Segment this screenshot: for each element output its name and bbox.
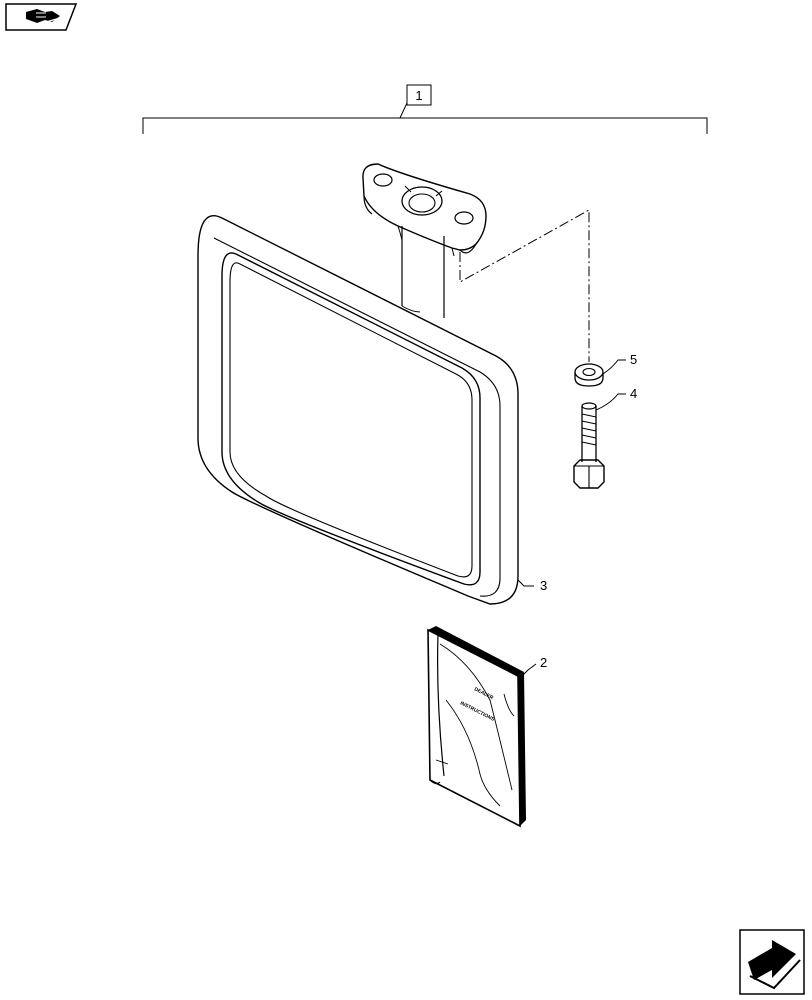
assembly-bracket: 1 [142,84,708,134]
next-page-arrow-icon[interactable] [739,929,805,995]
callout-2: 2 [540,655,547,670]
callout-4: 4 [630,386,637,401]
washer-part: 5 [574,352,637,387]
callout-5: 5 [630,352,637,367]
mirror-part: 3 [197,163,547,605]
callout-1: 1 [415,88,422,103]
manual-part: DEALER INSTRUCTIONS 2 [427,626,547,828]
bolt-part: 4 [573,386,637,489]
book-with-arrow-icon[interactable] [5,3,78,31]
alignment-lines [459,209,590,362]
callout-3: 3 [540,578,547,593]
